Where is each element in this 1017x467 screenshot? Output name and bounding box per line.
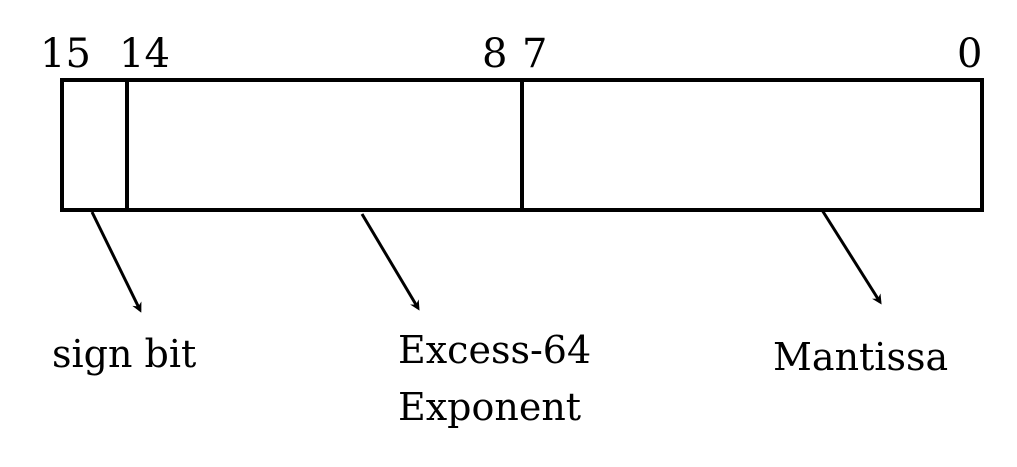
exponent-caption-line2: Exponent (398, 385, 581, 429)
bit-label-0: 0 (957, 31, 982, 77)
mantissa-caption: Mantissa (773, 335, 948, 379)
mantissa-arrow (820, 209, 882, 305)
bit-label-7: 7 (522, 31, 547, 77)
bit-label-15: 15 (40, 31, 91, 77)
sign-bit-arrow (90, 211, 142, 313)
bit-label-14: 14 (119, 31, 170, 77)
sign-bit-caption: sign bit (52, 332, 196, 376)
bit-label-8: 8 (482, 31, 507, 77)
exponent-caption-line1: Excess-64 (398, 328, 591, 372)
exponent-arrow (360, 213, 420, 311)
